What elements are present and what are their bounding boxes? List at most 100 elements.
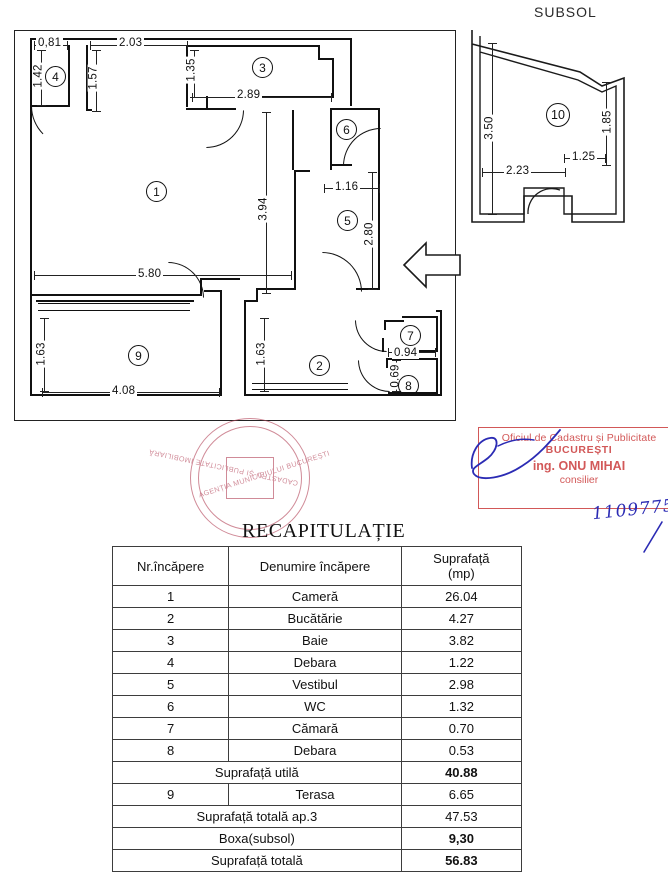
room-number-5-text: 5 [344,213,351,228]
room-number-2-text: 2 [316,358,323,373]
row-number: 6 [111,695,230,718]
wall-left-outer [30,38,32,320]
row-area: 2.98 [400,673,523,696]
row-number: 9 [111,783,230,806]
dimension-1-25: 1.25 [570,151,598,163]
row-area: 4.27 [400,607,523,630]
dimtick [262,112,271,113]
dimtick [291,271,292,280]
row-area: 0.53 [400,739,523,762]
dimtick [482,168,483,177]
room-number-4-text: 4 [52,69,59,84]
wall-right-lower-outer [440,310,442,396]
subsol-label: SUBSOL [534,4,597,20]
room-number-3: 3 [252,57,273,78]
room-number-10: 10 [546,103,570,127]
wall-vestibul-top [294,170,310,172]
row-label: Suprafață utilă [112,761,402,784]
row-area: 3.82 [400,629,523,652]
dimension-3-94: 3.94 [257,195,270,223]
wall-vestibul-right [378,166,380,288]
dimtick [192,93,193,102]
subsol-plan: SUBSOL 3.50 1.85 1.25 2.23 10 [452,0,668,250]
table-row: Boxa(subsol)9,30 [112,827,523,850]
room-number-3-text: 3 [259,60,266,75]
dimension-1-85: 1.85 [601,108,614,136]
row-number: 4 [111,651,230,674]
dimtick [488,214,497,215]
row-number: 5 [111,673,230,696]
row-number: 1 [111,585,230,608]
dimension-0-81: 0,81 [36,37,64,49]
office-approval-stamp: Oficiul de Cadastru și Publicitate BUCUR… [478,427,668,509]
wall-room3-right-upper [318,45,320,59]
row-name: Debara [228,651,402,674]
row-name: Vestibul [228,673,402,696]
wall-room7-top [384,320,404,322]
dimtick [602,165,611,166]
row-area: 56.83 [400,849,523,872]
dimtick [565,168,566,177]
wall-top-outer [30,38,352,40]
dimtick [40,318,49,319]
row-name: WC [228,695,402,718]
row-label: Boxa(subsol) [112,827,402,850]
round-cadastre-stamp: CADASTRU ȘI PUBLICITATE IMOBILIARĂ AGENȚ… [148,418,331,538]
room-number-5: 5 [337,210,358,231]
dimtick [92,111,101,112]
row-name: Debara [228,739,402,762]
room2-window-a [252,383,348,384]
room-number-2: 2 [309,355,330,376]
header-area-line1: Suprafață [433,551,490,566]
dimtick [37,50,46,51]
wall-room2-top2 [256,288,296,290]
dimtick [34,41,35,50]
dimtick [40,391,49,392]
dimtick [392,391,401,392]
dimension-1-63-right: 1.63 [255,340,268,368]
wall-room7-top2 [402,316,438,318]
dimension-1-35: 1.35 [185,56,198,84]
wall-room6-bottom [330,164,352,166]
wall-room3-notch [318,58,334,60]
dimension-1-57: 1.57 [87,64,100,92]
wall-partition-a-bottom [86,109,92,111]
room-number-9: 9 [128,345,149,366]
dimtick [324,184,325,193]
dimtick [392,360,401,361]
row-name: Cămară [228,717,402,740]
table-body: Nr.încăpere Denumire încăpere Suprafață … [111,546,523,872]
row-area: 0.70 [400,717,523,740]
wall-room8-right [436,358,438,394]
room-number-6: 6 [336,119,357,140]
dimtick [219,388,220,397]
round-stamp-inner-ring [198,426,302,530]
wall-room3-top [186,45,318,47]
table-header-row: Nr.încăpere Denumire încăpere Suprafață … [111,546,523,586]
dimension-3-50: 3.50 [483,114,496,142]
dimtick [187,41,188,50]
dimtick [435,348,436,357]
stamp-city-line: BUCUREȘTI [545,444,613,456]
subsol-outline [471,30,625,223]
dimension-1-16: 1.16 [333,181,361,193]
wall-room1-right [292,110,294,170]
wall-partition-a [86,45,88,111]
row-name: Terasa [228,783,402,806]
dimtick [488,43,497,44]
wall-bottom-right-outer [356,394,442,396]
signature-flourish [643,521,663,553]
row-area: 6.65 [400,783,523,806]
wall-room1-sill [200,278,240,280]
room-number-4: 4 [45,66,66,87]
wall-terrace-left [30,312,32,396]
dimension-2-80: 2.80 [363,220,376,248]
coat-of-arms-icon [226,457,274,499]
dimtick [34,271,35,280]
wall-room1-bottom [30,294,202,296]
wall-vestibul-left [294,170,296,288]
